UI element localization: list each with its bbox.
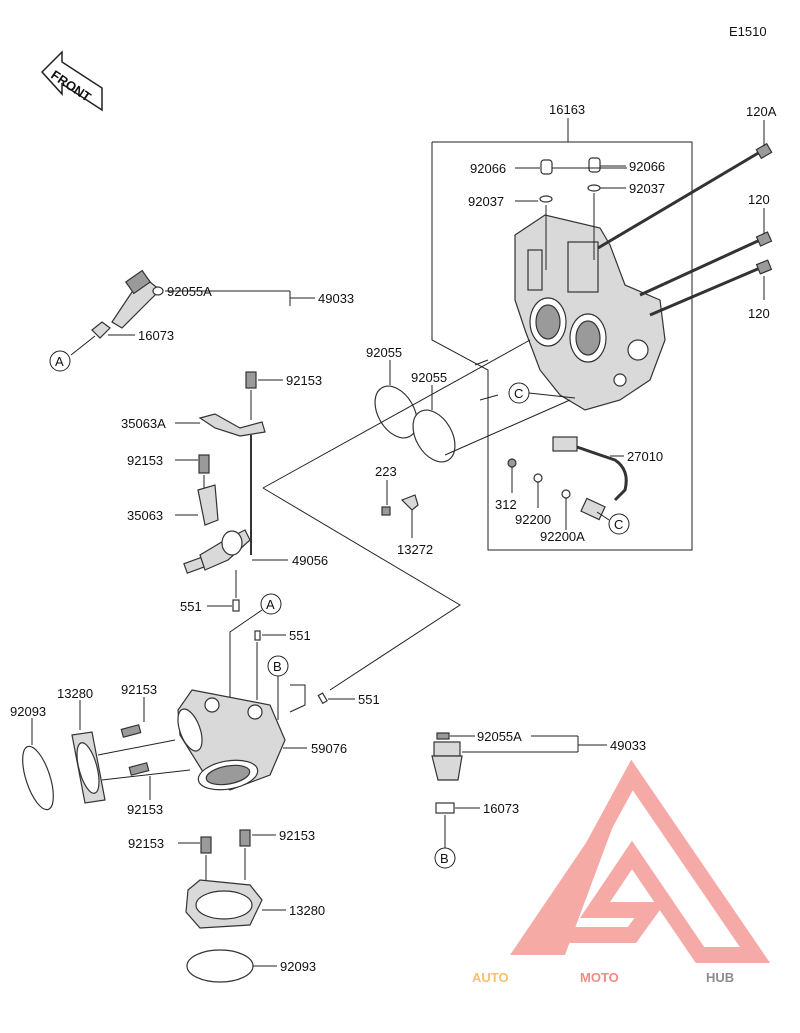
plate-13280-left bbox=[71, 731, 106, 804]
label-120-bottom: 120 bbox=[748, 306, 770, 321]
label-13280-left: 13280 bbox=[57, 686, 93, 701]
label-312: 312 bbox=[495, 497, 517, 512]
label-49056: 49056 bbox=[292, 553, 328, 568]
oring-92037-left bbox=[539, 195, 553, 203]
label-92153-f: 92153 bbox=[279, 828, 315, 843]
bracket-13272 bbox=[400, 494, 419, 511]
label-223: 223 bbox=[375, 464, 397, 479]
oring-92055-right bbox=[412, 409, 456, 463]
bolt-120A bbox=[597, 142, 773, 250]
label-120A: 120A bbox=[746, 104, 777, 119]
label-551-b: 551 bbox=[289, 628, 311, 643]
screw-223 bbox=[381, 506, 391, 516]
callout-b-bottom bbox=[434, 847, 456, 869]
callout-a-mid-label: A bbox=[266, 597, 275, 612]
label-120-top: 120 bbox=[748, 192, 770, 207]
sensor-harness-27010 bbox=[552, 436, 628, 521]
washer-92200A bbox=[561, 489, 571, 499]
label-92066-right: 92066 bbox=[629, 159, 665, 174]
label-92093-left: 92093 bbox=[10, 704, 46, 719]
label-92153-d: 92153 bbox=[127, 802, 163, 817]
dowel-551-c bbox=[317, 692, 328, 705]
bolt-92153-d bbox=[128, 762, 150, 776]
bolt-120-bottom bbox=[649, 259, 773, 317]
label-16073-top: 16073 bbox=[138, 328, 174, 343]
label-16163: 16163 bbox=[549, 102, 585, 117]
callout-a-mid bbox=[260, 593, 282, 615]
label-551-c: 551 bbox=[358, 692, 380, 707]
cap-92066-right bbox=[588, 157, 601, 173]
label-92055-left: 92055 bbox=[366, 345, 402, 360]
intake-manifold-59076 bbox=[177, 689, 286, 791]
injector-bottom bbox=[431, 732, 463, 814]
bolt-92153-a bbox=[245, 371, 257, 389]
watermark-hub: HUB bbox=[706, 970, 734, 985]
callout-c-lower-label: C bbox=[614, 517, 623, 532]
label-35063: 35063 bbox=[127, 508, 163, 523]
label-92153-a: 92153 bbox=[286, 373, 322, 388]
callout-a-top bbox=[49, 350, 71, 372]
label-92055A-top: 92055A bbox=[167, 284, 212, 299]
oring-92055-left bbox=[374, 385, 418, 439]
throttle-body-group bbox=[431, 118, 693, 551]
label-92037-left: 92037 bbox=[468, 194, 504, 209]
bolt-120-top bbox=[639, 231, 773, 297]
watermark-moto: MOTO bbox=[580, 970, 619, 985]
dowel-551-a bbox=[232, 599, 240, 612]
label-59076: 59076 bbox=[311, 741, 347, 756]
label-92066-left: 92066 bbox=[470, 161, 506, 176]
label-49033-top: 49033 bbox=[318, 291, 354, 306]
washer-92200 bbox=[533, 473, 543, 483]
diagram-code: E1510 bbox=[729, 24, 767, 39]
throttle-body bbox=[514, 214, 666, 411]
watermark-logo-icon bbox=[510, 759, 771, 963]
fuel-pipe-49056 bbox=[183, 435, 252, 574]
plate-13280-bottom bbox=[185, 879, 263, 929]
callout-c-upper-label: C bbox=[514, 386, 523, 401]
gasket-92093-bottom bbox=[186, 949, 254, 983]
label-92093-bottom: 92093 bbox=[280, 959, 316, 974]
label-92200: 92200 bbox=[515, 512, 551, 527]
label-92153-c: 92153 bbox=[121, 682, 157, 697]
dowel-551-b bbox=[254, 630, 261, 641]
label-27010: 27010 bbox=[627, 449, 663, 464]
label-92055-right: 92055 bbox=[411, 370, 447, 385]
bolt-92153-c bbox=[120, 724, 142, 738]
bolt-92153-b bbox=[198, 454, 210, 474]
watermark-auto: AUTO bbox=[472, 970, 509, 985]
label-551-a: 551 bbox=[180, 599, 202, 614]
label-13280-bottom: 13280 bbox=[289, 903, 325, 918]
label-13272: 13272 bbox=[397, 542, 433, 557]
oring-92037-right bbox=[587, 184, 601, 192]
label-92153-b: 92153 bbox=[127, 453, 163, 468]
callout-b-mid-label: B bbox=[273, 659, 282, 674]
label-92200A: 92200A bbox=[540, 529, 585, 544]
gasket-92093-left bbox=[22, 745, 54, 811]
nut-312 bbox=[507, 458, 517, 468]
label-16073-bottom: 16073 bbox=[483, 801, 519, 816]
bolt-92153-f bbox=[239, 829, 251, 847]
bolt-92153-e bbox=[200, 836, 212, 854]
callout-b-bottom-label: B bbox=[440, 851, 449, 866]
front-arrow-icon: FRONT bbox=[40, 50, 103, 112]
label-92055A-bottom: 92055A bbox=[477, 729, 522, 744]
bracket-35063 bbox=[197, 484, 219, 526]
cap-92066-left bbox=[540, 159, 553, 175]
injector-top bbox=[91, 269, 164, 339]
label-35063A: 35063A bbox=[121, 416, 166, 431]
callout-c-lower bbox=[608, 513, 630, 535]
label-49033-bottom: 49033 bbox=[610, 738, 646, 753]
label-92037-right: 92037 bbox=[629, 181, 665, 196]
label-92153-e: 92153 bbox=[128, 836, 164, 851]
callout-a-top-label: A bbox=[55, 354, 64, 369]
bracket-35063A bbox=[198, 413, 266, 437]
